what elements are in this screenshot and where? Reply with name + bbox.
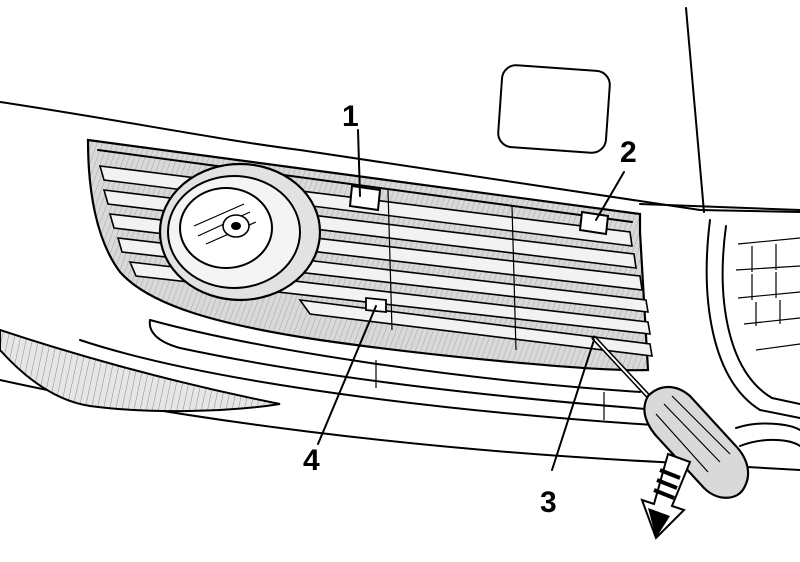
callout-3: 3 [540,486,557,519]
pull-direction-arrow [640,452,692,540]
fog-lamp [158,162,322,302]
clip-2 [578,210,610,236]
screwdriver [591,335,750,499]
leader-line-2 [595,171,625,221]
callout-2: 2 [620,136,637,169]
leader-line-3 [551,339,595,471]
lower-bumper [0,319,800,471]
right-side-grille [705,219,800,447]
callout-1: 1 [342,100,359,133]
leader-line-4 [317,305,377,445]
leader-line-1 [357,129,361,197]
bumper-body [0,7,800,213]
clip-1 [348,184,382,212]
leader-lines [317,129,625,471]
callout-4: 4 [303,444,320,477]
tow-eye-cover [497,64,611,154]
